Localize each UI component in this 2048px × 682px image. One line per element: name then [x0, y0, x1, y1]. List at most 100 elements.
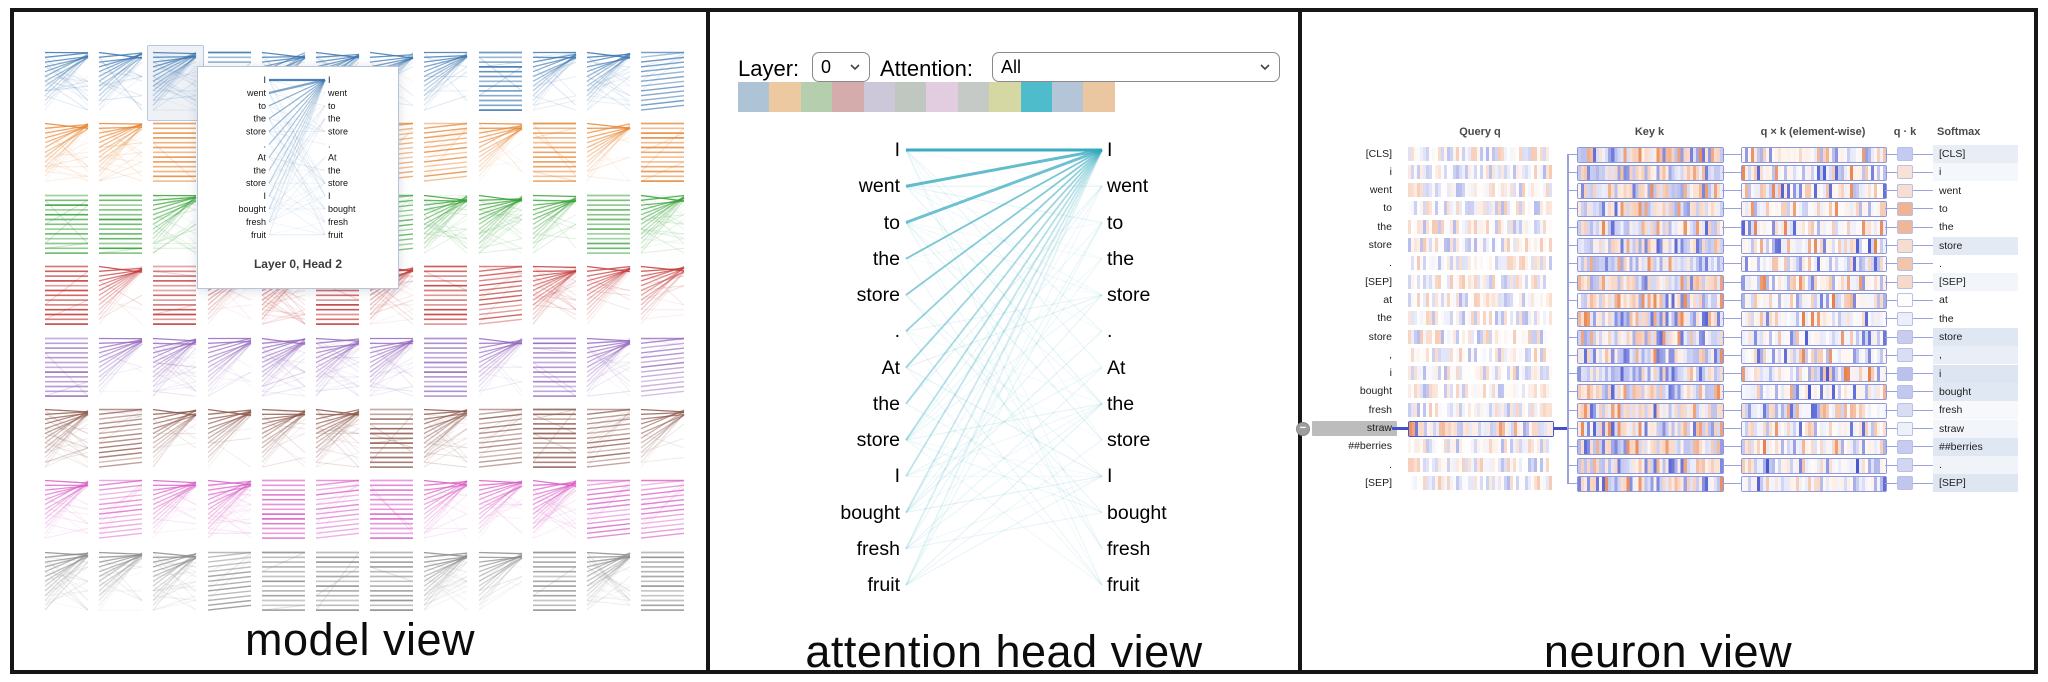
attention-select[interactable]: All [992, 52, 1280, 82]
neuron-token-label[interactable]: . [1389, 257, 1392, 270]
token-right[interactable]: At [1107, 356, 1126, 379]
head-color-swatch-3[interactable] [832, 82, 864, 112]
neuron-token-label[interactable]: [CLS] [1365, 147, 1392, 160]
head-thumbnail-L6H5[interactable] [315, 478, 360, 542]
token-left[interactable]: fresh [856, 537, 900, 560]
head-thumbnail-L5H8[interactable] [478, 407, 523, 471]
head-color-swatch-11[interactable] [1083, 82, 1115, 112]
token-left[interactable]: to [883, 211, 900, 234]
head-thumbnail-L2H1[interactable] [98, 193, 143, 257]
token-right[interactable]: store [1107, 429, 1151, 451]
head-thumbnail-L7H1[interactable] [98, 550, 143, 614]
head-thumbnail-L6H11[interactable] [640, 478, 685, 542]
token-right[interactable]: fresh [1107, 537, 1151, 560]
neuron-token-label[interactable]: the [1377, 312, 1392, 325]
neuron-token-label[interactable]: went [1369, 184, 1392, 197]
head-thumbnail-L1H1[interactable] [98, 121, 143, 185]
head-thumbnail-L7H4[interactable] [261, 550, 306, 614]
head-thumbnail-L4H3[interactable] [207, 336, 252, 400]
head-color-swatch-10[interactable] [1051, 82, 1084, 112]
token-left[interactable]: bought [840, 501, 900, 524]
head-thumbnail-L7H0[interactable] [44, 550, 89, 614]
head-thumbnail-L5H2[interactable] [152, 407, 197, 471]
token-right[interactable]: store [1107, 284, 1151, 306]
head-thumbnail-L1H7[interactable] [423, 121, 468, 185]
neuron-token-label[interactable]: [SEP] [1365, 476, 1392, 489]
head-thumbnail-L3H0[interactable] [44, 264, 89, 328]
head-thumbnail-L6H4[interactable] [261, 478, 306, 542]
neuron-token-label[interactable]: i [1389, 367, 1392, 380]
head-thumbnail-L2H9[interactable] [532, 193, 577, 257]
token-right[interactable]: the [1107, 392, 1135, 415]
head-thumbnail-L6H2[interactable] [152, 478, 197, 542]
head-thumbnail-L7H6[interactable] [369, 550, 414, 614]
token-right[interactable]: fruit [1107, 574, 1140, 596]
neuron-token-label[interactable]: , [1389, 348, 1392, 361]
head-thumbnail-L1H9[interactable] [532, 121, 577, 185]
head-thumbnail-L5H10[interactable] [586, 407, 631, 471]
head-thumbnail-L0H10[interactable] [586, 50, 631, 114]
head-thumbnail-L2H11[interactable] [640, 193, 685, 257]
head-thumbnail-L7H2[interactable] [152, 550, 197, 614]
head-thumbnail-L7H5[interactable] [315, 550, 360, 614]
head-thumbnail-L1H10[interactable] [586, 121, 631, 185]
head-thumbnail-L4H9[interactable] [532, 336, 577, 400]
head-thumbnail-L6H8[interactable] [478, 478, 523, 542]
head-thumbnail-L3H11[interactable] [640, 264, 685, 328]
head-thumbnail-L1H8[interactable] [478, 121, 523, 185]
head-thumbnail-L0H9[interactable] [532, 50, 577, 114]
head-thumbnail-L2H10[interactable] [586, 193, 631, 257]
head-thumbnail-L5H11[interactable] [640, 407, 685, 471]
head-thumbnail-L1H0[interactable] [44, 121, 89, 185]
head-thumbnail-L5H4[interactable] [261, 407, 306, 471]
neuron-token-label[interactable]: ##berries [1348, 440, 1392, 453]
head-thumbnail-L6H7[interactable] [423, 478, 468, 542]
token-left[interactable]: store [856, 284, 900, 306]
head-thumbnail-L4H2[interactable] [152, 336, 197, 400]
token-left[interactable]: fruit [867, 574, 900, 596]
token-right[interactable]: went [1107, 175, 1149, 198]
neuron-token-label[interactable]: bought [1359, 385, 1392, 398]
head-thumbnail-L0H7[interactable] [423, 50, 468, 114]
token-right[interactable]: bought [1107, 501, 1167, 524]
token-left[interactable]: At [881, 356, 900, 379]
neuron-token-label[interactable]: store [1368, 239, 1392, 251]
head-thumbnail-L5H7[interactable] [423, 407, 468, 471]
token-left[interactable]: store [856, 429, 900, 451]
neuron-token-label[interactable]: fresh [1368, 403, 1392, 416]
head-thumbnail-L2H8[interactable] [478, 193, 523, 257]
head-thumbnail-L5H3[interactable] [207, 407, 252, 471]
head-thumbnail-L7H7[interactable] [423, 550, 468, 614]
head-thumbnail-L1H11[interactable] [640, 121, 685, 185]
head-color-swatch-9-selected[interactable] [1020, 82, 1052, 112]
head-thumbnail-L4H1[interactable] [98, 336, 143, 400]
head-thumbnail-L7H10[interactable] [586, 550, 631, 614]
head-thumbnail-L5H0[interactable] [44, 407, 89, 471]
head-thumbnail-L6H0[interactable] [44, 478, 89, 542]
token-right[interactable]: the [1107, 247, 1135, 270]
head-thumbnail-L6H3[interactable] [207, 478, 252, 542]
head-thumbnail-L3H2[interactable] [152, 264, 197, 328]
token-left[interactable]: I [894, 465, 900, 488]
head-color-swatch-4[interactable] [863, 82, 895, 112]
head-thumbnail-L4H6[interactable] [369, 336, 414, 400]
layer-select[interactable]: 0 [812, 52, 870, 82]
head-thumbnail-L0H1[interactable] [98, 50, 143, 114]
head-thumbnail-L6H10[interactable] [586, 478, 631, 542]
head-thumbnail-L2H2[interactable] [152, 193, 197, 257]
head-thumbnail-L5H5[interactable] [315, 407, 360, 471]
token-right[interactable]: I [1107, 139, 1113, 161]
head-thumbnail-L3H9[interactable] [532, 264, 577, 328]
head-thumbnail-L7H11[interactable] [640, 550, 685, 614]
head-thumbnail-L4H10[interactable] [586, 336, 631, 400]
head-color-swatch-7[interactable] [957, 82, 990, 112]
head-color-swatch-2[interactable] [800, 82, 833, 112]
head-color-swatch-8[interactable] [989, 82, 1021, 112]
head-thumbnail-L4H8[interactable] [478, 336, 523, 400]
head-thumbnail-L2H7[interactable] [423, 193, 468, 257]
head-thumbnail-L6H9[interactable] [532, 478, 577, 542]
head-thumbnail-L0H8[interactable] [478, 50, 523, 114]
token-right[interactable]: I [1107, 465, 1113, 488]
head-thumbnail-L2H0[interactable] [44, 193, 89, 257]
head-thumbnail-L5H9[interactable] [532, 407, 577, 471]
